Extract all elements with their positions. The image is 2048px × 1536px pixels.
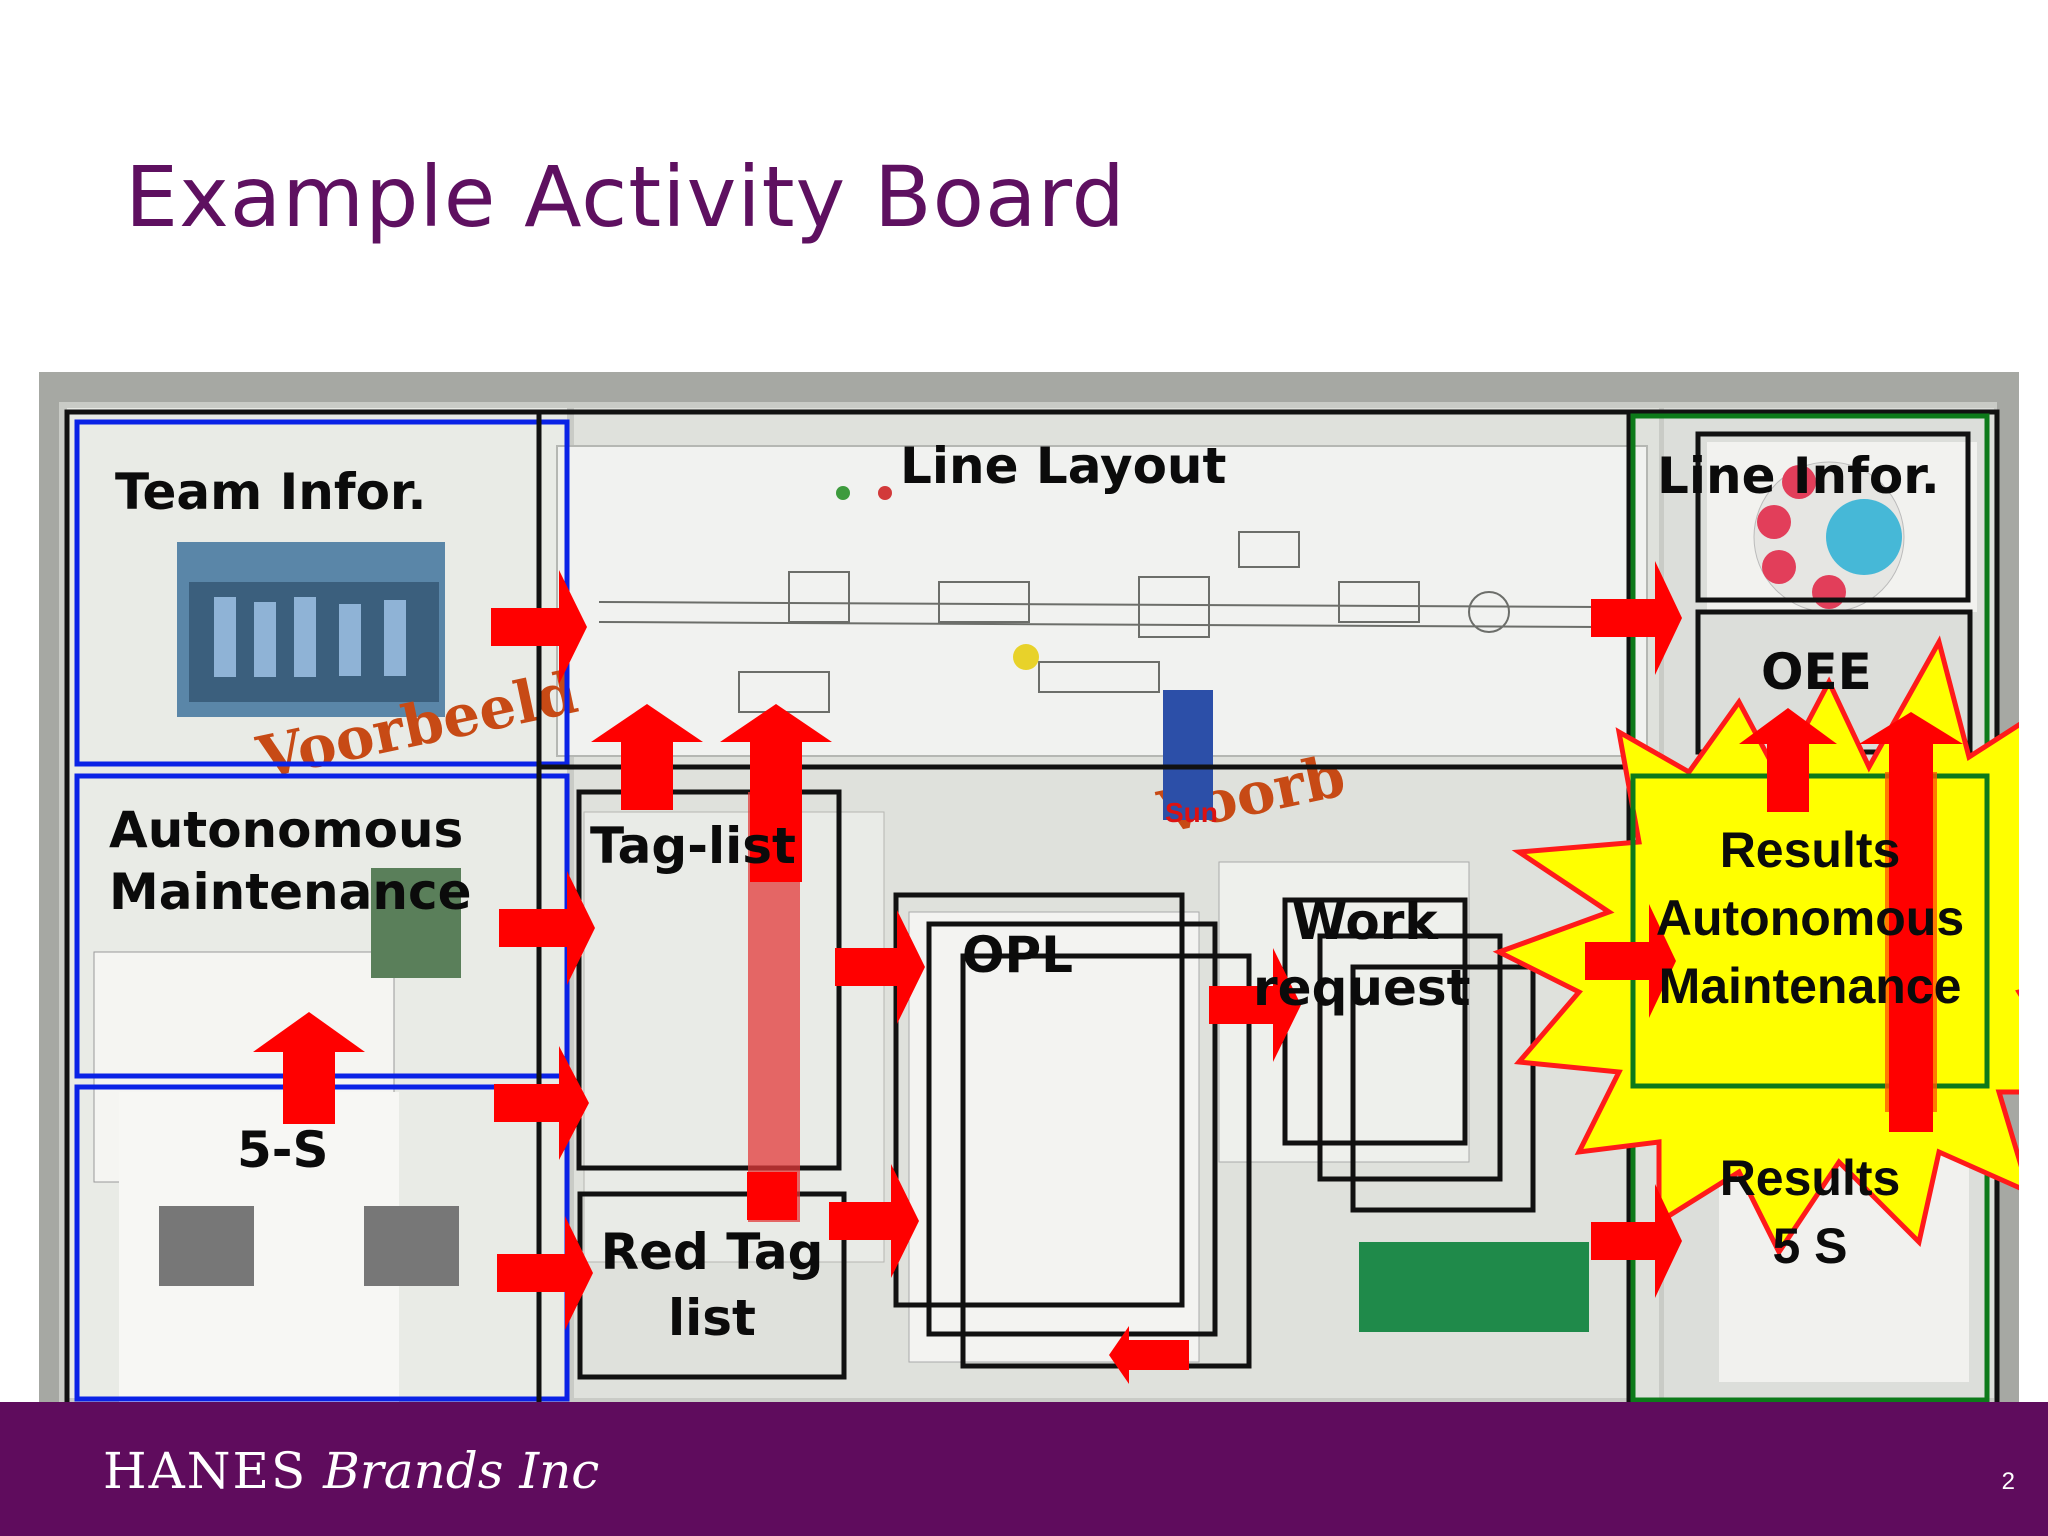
slide-title: Example Activity Board (125, 148, 1126, 246)
work-label: Work (1292, 893, 1438, 951)
footer-bar (0, 1402, 2048, 1536)
results-am-line1: Results (1719, 822, 1901, 878)
svg-text:Sun: Sun (1165, 797, 1218, 828)
red-tag-label: Red Tag (600, 1223, 824, 1281)
five-s-left-label: 5-S (237, 1121, 329, 1179)
results-5s-line2: 5 S (1772, 1218, 1848, 1274)
autonomous-label: Autonomous (109, 801, 464, 859)
results-am-line3: Maintenance (1658, 958, 1962, 1014)
red-tag-list-label: list (668, 1289, 756, 1347)
logo-sub: Brands Inc (323, 1442, 600, 1500)
line-info-label: Line Infor. (1657, 447, 1940, 505)
tag-list-label: Tag-list (590, 817, 796, 875)
team-info-label: Team Infor. (115, 463, 427, 521)
opl-label: OPL (962, 926, 1074, 984)
page-number: 2 (2001, 1468, 2015, 1495)
board-illustration: Voorbeeld Voorb Sun (39, 372, 2019, 1424)
oee-label: OEE (1761, 643, 1872, 701)
results-5s-line1: Results (1719, 1150, 1901, 1206)
maintenance-label: Maintenance (109, 863, 472, 921)
line-layout-label: Line Layout (900, 437, 1227, 495)
logo-main: HANES (103, 1442, 308, 1500)
results-am-line2: Autonomous (1655, 890, 1965, 946)
activity-board-photo: Voorbeeld Voorb Sun (39, 372, 2019, 1424)
flow-arrows (253, 561, 1963, 1384)
company-logo: HANES Brands Inc (103, 1442, 599, 1500)
request-label: request (1253, 959, 1471, 1017)
